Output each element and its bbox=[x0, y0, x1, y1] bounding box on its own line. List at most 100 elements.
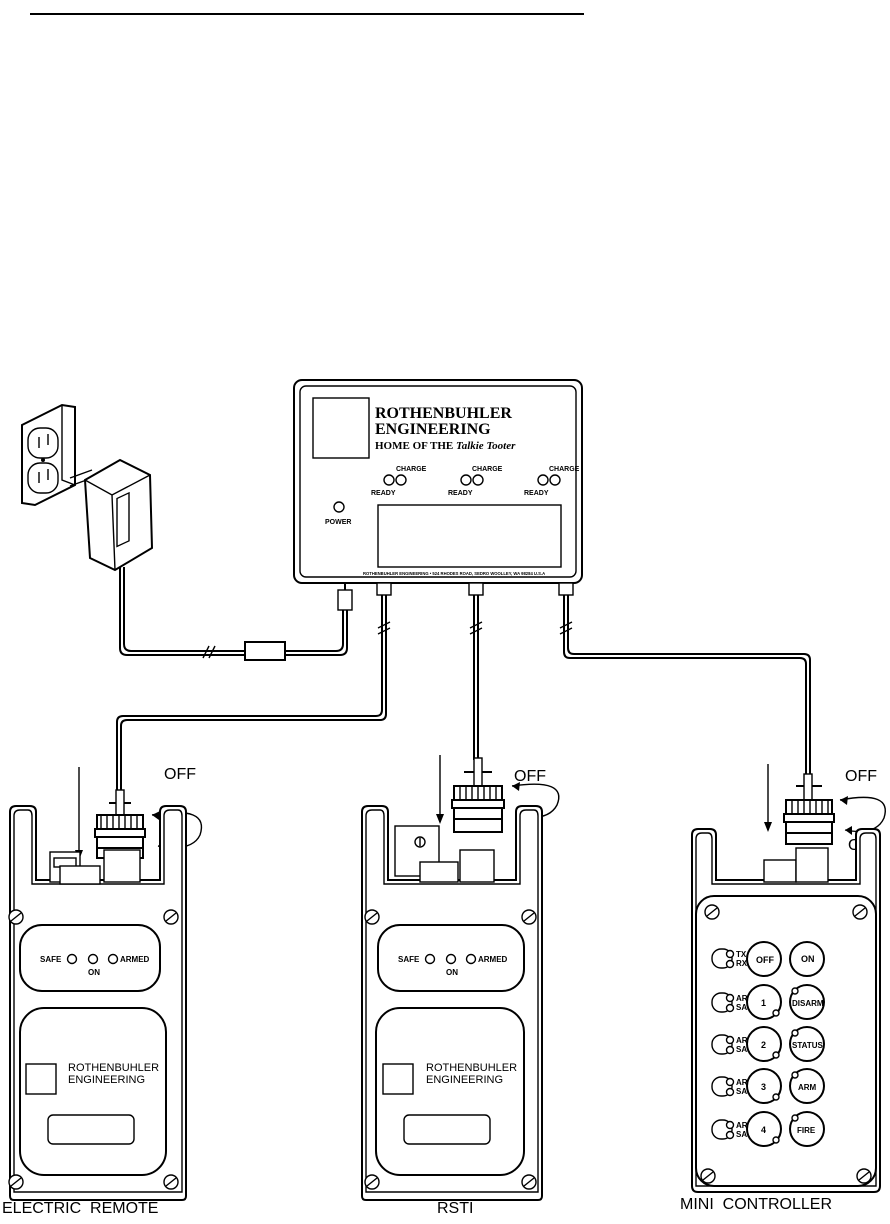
arm-button-label: ARM bbox=[798, 1083, 817, 1092]
cable-rsti bbox=[469, 595, 483, 760]
on-indicator-label: ON bbox=[88, 968, 100, 977]
screw-icon bbox=[700, 1168, 716, 1184]
charger-tagline: HOME OF THE Talkie Tooter bbox=[375, 440, 516, 452]
charger-channel-2: CHARGE READY bbox=[448, 466, 503, 497]
safe-led bbox=[725, 1045, 735, 1055]
arm-label: ARM bbox=[736, 994, 755, 1003]
tx-led bbox=[725, 949, 735, 959]
ready-led bbox=[537, 474, 549, 486]
safe-led bbox=[424, 953, 436, 965]
screw-icon bbox=[521, 909, 537, 925]
screw-icon bbox=[856, 1168, 872, 1184]
brand-line1: ROTHENBUHLER bbox=[426, 1062, 517, 1074]
arm-label: ARM bbox=[736, 1078, 755, 1087]
rsti-remote: SAFE ON ARMED ROTHENBUHLER ENGINEERING bbox=[361, 805, 543, 1201]
id-window bbox=[47, 1114, 135, 1145]
safe-led bbox=[725, 1130, 735, 1140]
channel-4-button[interactable] bbox=[746, 1111, 782, 1147]
charger-channel-1: CHARGE READY bbox=[371, 466, 427, 497]
off-button-label: OFF bbox=[756, 955, 774, 965]
off-label: OFF bbox=[164, 766, 196, 783]
wall-outlet bbox=[21, 403, 76, 507]
charger-brand-line1: ROTHENBUHLER bbox=[375, 405, 512, 422]
logo-box bbox=[382, 1063, 414, 1095]
disarm-label: DISARM bbox=[792, 999, 824, 1008]
screw-icon bbox=[521, 1174, 537, 1190]
ready-label: READY bbox=[524, 490, 549, 497]
ready-label: READY bbox=[371, 490, 396, 497]
channel-number: 1 bbox=[761, 998, 766, 1008]
on-led bbox=[87, 953, 99, 965]
charge-label: CHARGE bbox=[549, 466, 580, 473]
charger-footer-address: ROTHENBUHLER ENGINEERING • 524 RHODES RO… bbox=[363, 571, 545, 576]
off-label: OFF bbox=[514, 768, 546, 785]
charge-led bbox=[395, 474, 407, 486]
tx-label: TX bbox=[736, 950, 747, 959]
ready-led bbox=[383, 474, 395, 486]
channel-1-button[interactable] bbox=[746, 984, 782, 1020]
screw-icon bbox=[8, 909, 24, 925]
screw-icon bbox=[163, 1174, 179, 1190]
electric-remote: SAFE ON ARMED ROTHENBUHLER ENGINEERING bbox=[8, 805, 187, 1201]
channel-row-2: ARM SAFE 2 STATUS bbox=[711, 1026, 825, 1062]
status-label: STATUS bbox=[792, 1041, 823, 1050]
channel-number: 2 bbox=[761, 1040, 766, 1050]
electric-remote-caption: ELECTRIC REMOTE bbox=[2, 1200, 158, 1217]
screw-icon bbox=[8, 1174, 24, 1190]
tx-rx-off-row: TX RX OFF ON bbox=[711, 941, 825, 977]
charger-unit: ROTHENBUHLER ENGINEERING HOME OF THE Tal… bbox=[293, 379, 583, 584]
channel-number: 4 bbox=[761, 1125, 766, 1135]
off-label: OFF bbox=[845, 768, 877, 785]
rx-led bbox=[725, 959, 735, 969]
screw-icon bbox=[364, 909, 380, 925]
brand-line2: ENGINEERING bbox=[426, 1074, 503, 1086]
on-led bbox=[445, 953, 457, 965]
screw-icon bbox=[364, 1174, 380, 1190]
armed-label: ARMED bbox=[120, 955, 150, 964]
screw-icon bbox=[852, 904, 868, 920]
channel-2-button[interactable] bbox=[746, 1026, 782, 1062]
rx-label: RX bbox=[736, 959, 748, 968]
armed-led bbox=[465, 953, 477, 965]
on-button[interactable] bbox=[789, 941, 825, 977]
charge-label: CHARGE bbox=[472, 466, 503, 473]
power-led bbox=[333, 501, 345, 513]
channel-number: 3 bbox=[761, 1082, 766, 1092]
arm-label: ARM bbox=[736, 1121, 755, 1130]
charge-led bbox=[549, 474, 561, 486]
arm-led bbox=[725, 1120, 735, 1130]
arm-button[interactable] bbox=[789, 1068, 825, 1104]
switch-knob-mini: OFF ON bbox=[764, 764, 886, 854]
safe-label: SAFE bbox=[40, 955, 62, 964]
arm-label: ARM bbox=[736, 1036, 755, 1045]
arm-led bbox=[725, 1077, 735, 1087]
logo-box bbox=[25, 1063, 57, 1095]
armed-led bbox=[107, 953, 119, 965]
charger-brand-line2: ENGINEERING bbox=[375, 421, 491, 438]
safe-label: SAFE bbox=[398, 955, 420, 964]
armed-label: ARMED bbox=[478, 955, 508, 964]
channel-3-button[interactable] bbox=[746, 1068, 782, 1104]
cable-mini-controller bbox=[559, 595, 811, 785]
on-button-label: ON bbox=[801, 954, 815, 964]
fire-button[interactable] bbox=[789, 1111, 825, 1147]
power-label: POWER bbox=[325, 519, 351, 526]
arm-led bbox=[725, 993, 735, 1003]
channel-row-4: ARM SAFE 4 FIRE bbox=[711, 1111, 825, 1147]
charge-label: CHARGE bbox=[396, 466, 427, 473]
charger-logo-box bbox=[312, 397, 370, 459]
ac-adapter bbox=[69, 458, 154, 585]
arm-led bbox=[725, 1035, 735, 1045]
on-indicator-label: ON bbox=[446, 968, 458, 977]
charger-display-window bbox=[377, 504, 562, 568]
safe-led bbox=[725, 1087, 735, 1097]
off-button[interactable] bbox=[746, 941, 782, 977]
fire-label: FIRE bbox=[797, 1126, 816, 1135]
mini-controller: TX RX OFF ON ARM SAFE 1 DISARM ARM S bbox=[691, 828, 881, 1193]
disarm-button[interactable] bbox=[789, 984, 825, 1020]
power-cable bbox=[119, 580, 353, 661]
screw-icon bbox=[704, 904, 720, 920]
status-button[interactable] bbox=[789, 1026, 825, 1062]
